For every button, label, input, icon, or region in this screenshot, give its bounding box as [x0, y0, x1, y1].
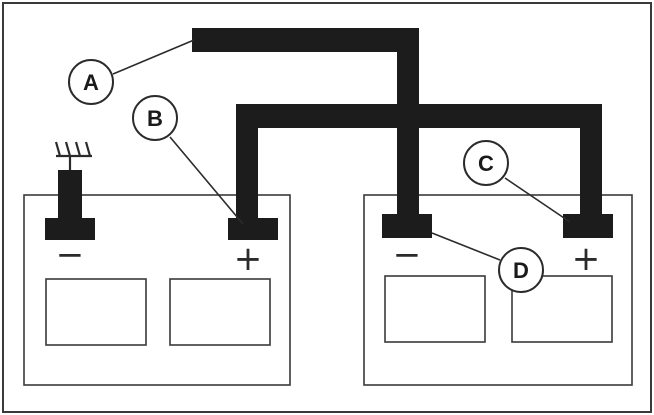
- positive-jumper-cable: [236, 104, 602, 218]
- right-battery-positive-sign: +: [572, 239, 601, 279]
- callout-d-circle: [498, 247, 544, 293]
- callout-a-circle: [68, 59, 114, 105]
- left-battery-negative-sign: −: [56, 235, 85, 275]
- callout-a: A: [68, 59, 114, 105]
- left-battery-positive-sign: +: [234, 239, 263, 279]
- leader-b: [169, 136, 244, 225]
- callout-d-label: D: [513, 258, 529, 283]
- ground-icon: [54, 141, 92, 170]
- leader-d: [431, 232, 501, 261]
- left-positive-terminal: [228, 218, 278, 240]
- callout-leaders: [112, 39, 571, 261]
- negative-jumper-cable: [192, 28, 419, 218]
- right-battery-cell-1: [384, 275, 486, 343]
- callout-a-label: A: [83, 70, 99, 95]
- left-battery: − +: [23, 141, 291, 386]
- left-negative-terminal: [45, 218, 95, 240]
- right-battery-negative-sign: −: [393, 235, 422, 275]
- right-battery: − +: [363, 194, 633, 386]
- callout-d: D: [498, 247, 544, 293]
- callout-b: B: [132, 95, 178, 141]
- ground-cable: [58, 170, 82, 220]
- left-battery-cell-1: [45, 278, 147, 346]
- callout-c-circle: [463, 140, 509, 186]
- callout-b-label: B: [147, 106, 163, 131]
- callout-c-label: C: [478, 151, 494, 176]
- callout-c: C: [463, 140, 509, 186]
- leader-c: [504, 177, 571, 223]
- leader-a: [112, 39, 195, 75]
- callout-b-circle: [132, 95, 178, 141]
- left-battery-cell-2: [169, 278, 271, 346]
